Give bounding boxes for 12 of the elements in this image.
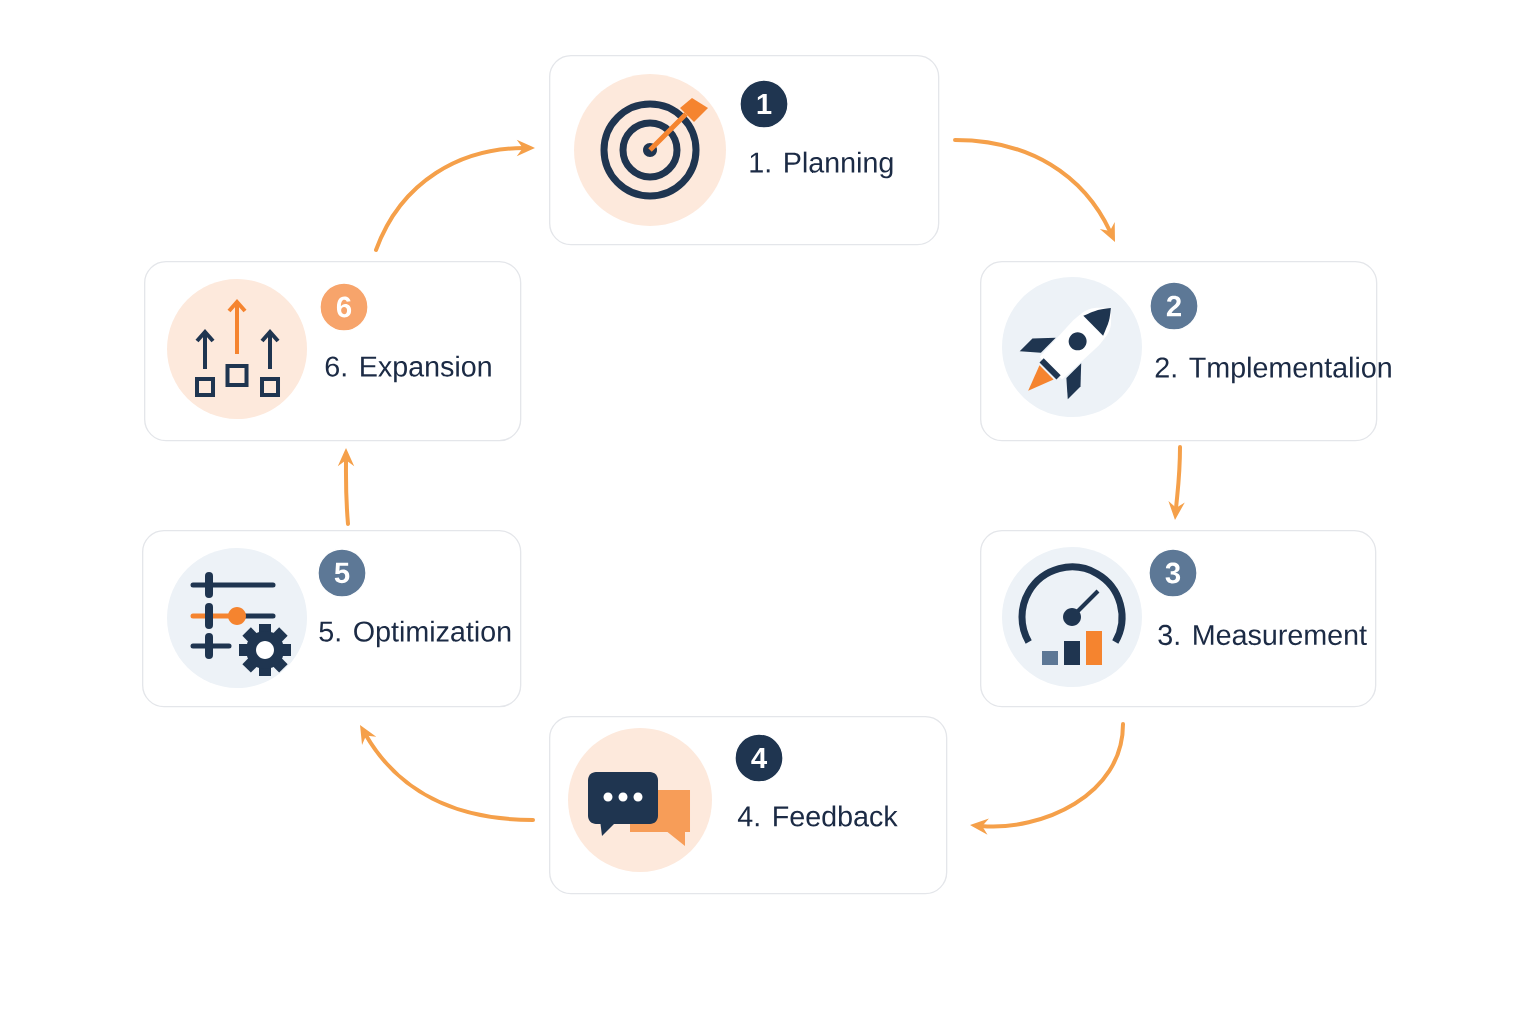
number-badge: 3 (1148, 548, 1198, 598)
number-badge: 6 (319, 282, 369, 332)
step-title: 3. Measurement (1158, 624, 1367, 646)
number-badge: 2 (1149, 281, 1199, 331)
step-title: 6. Expansion (325, 355, 491, 383)
number-badge: 4 (734, 733, 784, 783)
step-title: 4. Feedback (737, 805, 898, 827)
number-badge: 1 (739, 79, 789, 129)
step-title: 5. Optimization (319, 620, 511, 648)
step-title: 2. Tmplementalion (1155, 356, 1391, 384)
number-badge: 5 (317, 548, 367, 598)
step-title: 1. Planning (750, 151, 893, 179)
